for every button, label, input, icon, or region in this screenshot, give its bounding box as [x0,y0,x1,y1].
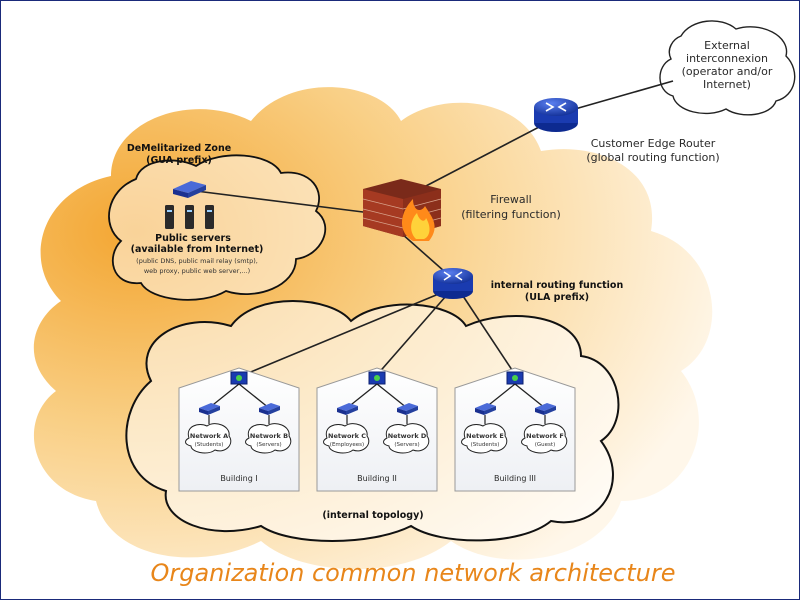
network-sub: (Guest) [535,442,555,448]
external-line1: External [704,39,750,52]
network-name: Network E [466,432,504,440]
internal-router-label: internal routing function (ULA prefix) [491,280,624,303]
building-shape [178,367,300,492]
dmz-title1: DeMelitarized Zone [127,143,231,154]
access-switch-icon [199,403,220,415]
network-name: Network F [526,432,564,440]
dmz-detail2: web proxy, public web server,...) [144,267,250,275]
dmz-detail1: (public DNS, public mail relay (smtp), [136,257,258,265]
network-cloud [245,423,292,454]
network-cloud [323,423,370,454]
network-cloud [383,423,430,454]
dmz-servers2: (available from Internet) [131,244,264,255]
buildings: Network A (Students) Network B (Servers) Bui… [178,367,576,492]
building-label: Building II [357,474,397,483]
network-name: Network B [250,432,288,440]
access-switch-icon [397,403,418,415]
access-switch-icon [535,403,556,415]
building-label: Building III [494,474,536,483]
network-sub: (Students) [471,442,500,448]
dmz-title2: (GUA prefix) [146,155,212,166]
dmz-cloud [108,154,327,301]
building-switch-icon [506,371,524,385]
external-cloud [659,20,796,116]
internal-router-line2: (ULA prefix) [525,292,589,303]
network-cloud [521,423,568,454]
access-switch-icon [337,403,358,415]
network-right: Network F (Guest) [521,403,568,454]
network-sub: (Employees) [330,442,364,448]
network-left: Network E (Students) [461,403,508,454]
link-external-edge [560,80,674,114]
internal-topology-label: (internal topology) [322,510,423,521]
edge-router-label: Customer Edge Router (global routing fun… [586,137,719,164]
building-shape [454,367,576,492]
network-cloud [461,423,508,454]
network-name: Network A [190,432,228,440]
network-left: Network A (Students) [185,403,232,454]
access-switch-icon [259,403,280,415]
external-label: External interconnexion (operator and/or… [682,39,773,91]
firewall-line2: (filtering function) [461,208,561,221]
edge-router-icon [534,98,578,132]
network-right: Network B (Servers) [245,403,292,454]
internal-router-icon [433,268,473,299]
external-line3: (operator and/or [682,65,773,78]
network-name: Network C [328,432,366,440]
network-sub: (Servers) [394,442,419,448]
link-internal-building1 [240,292,442,377]
firewall-icon [362,179,442,241]
firewall-line1: Firewall [490,193,531,206]
network-sub: (Students) [195,442,224,448]
building-3: Network E (Students) Network F (Guest) Build… [454,367,576,492]
edge-router-line1: Customer Edge Router [591,137,716,150]
external-line2: interconnexion [686,52,768,65]
dmz-servers-icon [165,205,214,229]
building-label: Building I [220,474,257,483]
external-line4: Internet) [703,78,751,91]
building-switch-icon [230,371,248,385]
firewall-label: Firewall (filtering function) [461,193,561,221]
building-2: Network C (Employees) Network D (Servers) Bu… [316,367,438,492]
edge-router-line2: (global routing function) [586,151,719,164]
building-1: Network A (Students) Network B (Servers) Bui… [178,367,300,492]
dmz-servers1: Public servers [155,233,231,244]
network-name: Network D [388,432,427,440]
network-left: Network C (Employees) [323,403,370,454]
network-cloud [185,423,232,454]
dmz-label: DeMelitarized Zone (GUA prefix) Public s… [127,143,264,275]
link-internal-building3 [462,295,517,377]
access-switch-icon [475,403,496,415]
building-shape [316,367,438,492]
diagram-title: Organization common network architecture [150,559,675,587]
building-switch-icon [368,371,386,385]
internal-router-line1: internal routing function [491,280,624,291]
network-right: Network D (Servers) [383,403,430,454]
dmz-switch-icon [173,181,206,198]
link-internal-building2 [375,295,447,377]
link-dmz-firewall [195,190,372,214]
network-sub: (Servers) [256,442,281,448]
